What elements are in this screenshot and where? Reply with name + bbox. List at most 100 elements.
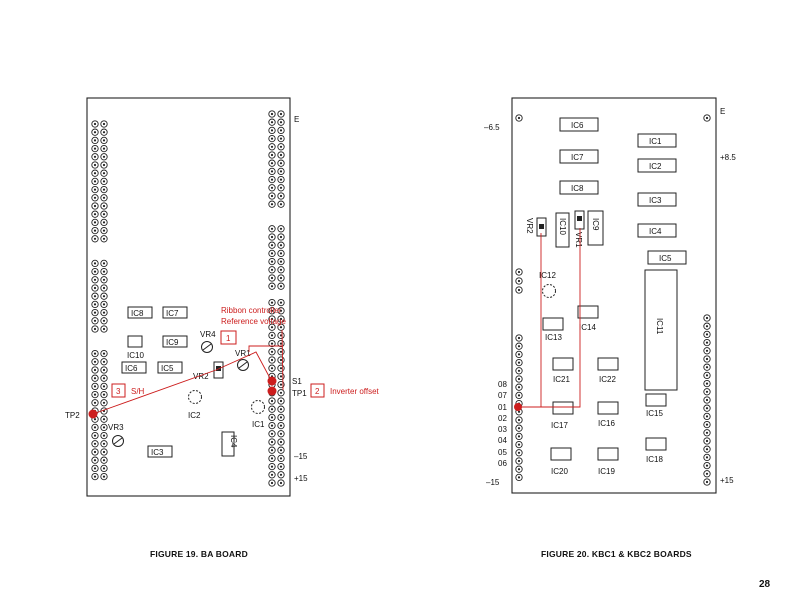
edge-pad bbox=[100, 317, 108, 325]
edge-pad bbox=[268, 331, 276, 340]
edge-pad bbox=[277, 282, 285, 290]
edge-pad bbox=[268, 184, 276, 192]
edge-pad bbox=[91, 153, 99, 161]
edge-pad bbox=[277, 397, 285, 405]
edge-pad bbox=[515, 457, 523, 465]
edge-pad bbox=[268, 446, 276, 454]
edge-pad bbox=[91, 308, 99, 317]
edge-pad bbox=[277, 462, 285, 471]
kbc-ic-ic5: IC5 bbox=[647, 250, 687, 265]
edge-pad bbox=[515, 473, 523, 482]
edge-pad bbox=[91, 235, 99, 243]
edge-pad bbox=[100, 267, 108, 276]
edge-pad bbox=[100, 235, 108, 243]
svg-text:IC19: IC19 bbox=[598, 467, 615, 476]
kbc-ic-ic14: IC14 bbox=[577, 305, 599, 332]
edge-pad bbox=[277, 249, 285, 258]
edge-pad bbox=[277, 257, 285, 266]
edge-pad bbox=[91, 226, 99, 235]
edge-pad bbox=[268, 430, 276, 438]
edge-pad bbox=[91, 267, 99, 276]
edge-pad bbox=[515, 416, 523, 424]
edge-pad bbox=[515, 277, 523, 285]
edge-pad bbox=[268, 274, 276, 282]
kbc-ic-ic18: IC18 bbox=[645, 437, 667, 464]
svg-text:08: 08 bbox=[498, 380, 507, 389]
edge-pad bbox=[91, 440, 99, 448]
svg-text:IC17: IC17 bbox=[551, 421, 568, 430]
edge-pad bbox=[91, 144, 99, 153]
edge-pad bbox=[100, 472, 108, 481]
kbc-ic-ic12: IC12 bbox=[539, 271, 556, 298]
kbc-label-minus15: –15 bbox=[486, 478, 500, 487]
edge-pad bbox=[268, 151, 276, 159]
edge-pad bbox=[515, 375, 523, 383]
edge-pad bbox=[277, 118, 285, 126]
edge-pad bbox=[703, 437, 711, 445]
edge-pad bbox=[100, 144, 108, 153]
edge-pad bbox=[100, 161, 108, 169]
edge-pad bbox=[277, 471, 285, 479]
edge-pad bbox=[277, 413, 285, 422]
ba-board-outline bbox=[86, 97, 291, 497]
svg-text:IC20: IC20 bbox=[551, 467, 568, 476]
svg-text:IC3: IC3 bbox=[649, 196, 662, 205]
svg-text:IC22: IC22 bbox=[599, 375, 616, 384]
edge-pad bbox=[277, 143, 285, 151]
edge-pad bbox=[100, 431, 108, 440]
kbc-label-e: E bbox=[720, 107, 725, 116]
kbc-pin-labels: 08 07 01 02 03 04 05 06 bbox=[498, 380, 507, 468]
edge-pad bbox=[703, 338, 711, 347]
edge-pad bbox=[91, 128, 99, 136]
svg-text:IC4: IC4 bbox=[649, 227, 662, 236]
edge-pad bbox=[91, 399, 99, 407]
edge-pad bbox=[277, 233, 285, 241]
kbc-ic-ic10: IC10 bbox=[555, 212, 570, 248]
edge-pad bbox=[91, 374, 99, 382]
edge-pad bbox=[277, 274, 285, 282]
edge-pad bbox=[268, 159, 276, 167]
ba-label-tp2: TP2 bbox=[65, 411, 80, 420]
ba-callout-traces bbox=[92, 329, 284, 415]
kbc-ic-ic15: IC15 bbox=[645, 393, 667, 418]
edge-pad bbox=[268, 413, 276, 422]
ba-ic-ic10: IC10 bbox=[127, 335, 144, 360]
tp1-testpoint bbox=[267, 386, 277, 396]
edge-pad bbox=[277, 364, 285, 372]
svg-text:IC1: IC1 bbox=[252, 420, 265, 429]
svg-text:IC9: IC9 bbox=[166, 338, 179, 347]
svg-text:VR1: VR1 bbox=[235, 349, 251, 358]
edge-pad bbox=[100, 292, 108, 300]
edge-pad bbox=[91, 448, 99, 456]
ba-ic-ic3: IC3 bbox=[147, 445, 173, 458]
edge-pad bbox=[100, 128, 108, 136]
svg-text:04: 04 bbox=[498, 436, 507, 445]
edge-pad bbox=[268, 421, 276, 430]
edge-pad bbox=[703, 114, 711, 122]
svg-text:IC2: IC2 bbox=[188, 411, 201, 420]
edge-pad bbox=[100, 440, 108, 448]
kbc-ic-ic11: IC11 bbox=[644, 269, 678, 391]
edge-pad bbox=[277, 430, 285, 438]
ba-label-plus15: +15 bbox=[294, 474, 308, 483]
edge-pad bbox=[515, 465, 523, 473]
edge-pad bbox=[703, 445, 711, 453]
edge-pad bbox=[268, 298, 276, 307]
edge-pad bbox=[100, 177, 108, 186]
edge-pad bbox=[91, 300, 99, 309]
kbc-ic-ic2: IC2 bbox=[637, 158, 677, 173]
edge-pad bbox=[277, 454, 285, 463]
svg-text:VR4: VR4 bbox=[200, 330, 216, 339]
kbc-board: IC6 IC7 IC8 IC1 IC2 IC3 IC4 IC5 IC10 IC9… bbox=[484, 97, 736, 494]
edge-pad bbox=[277, 159, 285, 167]
edge-pad bbox=[268, 266, 276, 274]
edge-pad bbox=[277, 175, 285, 184]
svg-text:IC12: IC12 bbox=[539, 271, 556, 280]
edge-pad bbox=[91, 325, 99, 333]
edge-pad bbox=[268, 233, 276, 241]
edge-pad bbox=[268, 479, 276, 487]
tp2-testpoint bbox=[88, 409, 98, 419]
edge-pad bbox=[100, 358, 108, 366]
edge-pad bbox=[515, 424, 523, 432]
edge-pad bbox=[100, 259, 108, 268]
